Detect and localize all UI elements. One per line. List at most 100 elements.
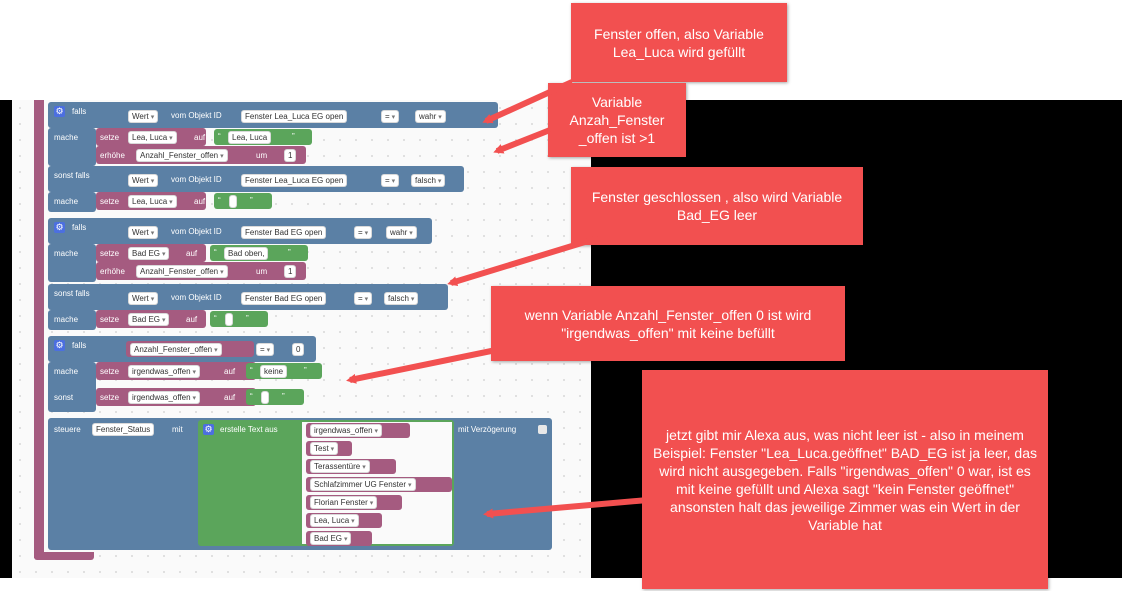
list-item-value[interactable]: Lea, Luca [310,514,359,527]
compare-operator[interactable]: = [381,110,400,123]
callout-text: jetzt gibt mir Alexa aus, was nicht leer… [652,426,1037,533]
var-dropdown[interactable]: Bad EG [128,313,170,326]
bool-value[interactable]: falsch [411,174,446,187]
by-label: um [256,267,268,276]
object-id-field[interactable]: Fenster Bad EG open [241,226,327,239]
property-dropdown[interactable]: Wert [128,226,159,239]
var-dropdown[interactable]: Anzahl_Fenster_offen [136,265,228,278]
set-label: setze [100,133,120,142]
empty-text-block[interactable] [246,389,304,405]
bool-value[interactable]: falsch [384,292,419,305]
set-label: setze [100,249,120,258]
callout-text: Variable Anzah_Fenster _offen ist >1 [569,94,665,146]
control-label: steuere [54,425,81,434]
if-label: falls [72,223,87,232]
then-else-row [48,362,96,412]
text-value[interactable]: keine [260,365,288,378]
then-label: mache [54,249,79,258]
checkbox-icon[interactable] [538,425,547,434]
callout-lea-luca: Fenster offen, also Variable Lea_Luca wi… [571,3,787,82]
by-label: um [256,151,268,160]
to-label: auf [194,197,206,206]
to-label: auf [194,133,206,142]
else-label: sonst [54,393,74,402]
callout-text: Fenster geschlossen , also wird Variable… [591,189,843,223]
then-row [48,128,96,166]
increment-label: erhöhe [100,151,125,160]
empty-text-block[interactable] [214,193,272,209]
increment-label: erhöhe [100,267,125,276]
var-dropdown[interactable]: irgendwas_offen [128,391,201,404]
state-id-field[interactable]: Fenster_Status [92,423,155,436]
then-row [48,192,96,212]
list-item-value[interactable]: Florian Fenster [310,496,378,509]
gear-icon[interactable]: ⚙ [54,106,65,117]
object-id-label: vom Objekt ID [171,293,222,302]
then-label: mache [54,315,79,324]
text-value-empty[interactable] [225,313,233,326]
var-dropdown[interactable]: Bad EG [128,247,170,260]
quote-open: “ [250,392,253,401]
text-value[interactable]: Lea, Luca [228,131,272,144]
number-value[interactable]: 0 [292,343,305,356]
object-id-field[interactable]: Fenster Lea_Luca EG open [241,110,348,123]
list-item-value[interactable]: Schlafzimmer UG Fenster [310,478,416,491]
var-dropdown[interactable]: Lea, Luca [128,195,177,208]
list-item-value[interactable]: irgendwas_offen [310,424,383,437]
number-value[interactable]: 1 [284,149,297,162]
quote-open: “ [218,196,221,205]
object-id-label: vom Objekt ID [171,111,222,120]
compare-operator[interactable]: = [354,226,373,239]
with-label: mit [172,425,183,434]
set-label: setze [100,367,120,376]
list-item-value[interactable]: Terassentüre [310,460,370,473]
quote-close: ” [282,392,285,401]
var-dropdown[interactable]: Anzahl_Fenster_offen [130,343,222,356]
gear-icon[interactable]: ⚙ [54,222,65,233]
callout-text: Fenster offen, also Variable Lea_Luca wi… [594,25,764,60]
to-label: auf [186,249,198,258]
create-text-label: erstelle Text aus [220,425,278,434]
gear-icon[interactable]: ⚙ [54,340,65,351]
quote-close: ” [292,132,295,141]
then-label: mache [54,367,79,376]
number-value[interactable]: 1 [284,265,297,278]
compare-operator[interactable]: = [381,174,400,187]
set-label: setze [100,197,120,206]
black-background-left [0,100,12,578]
quote-open: “ [214,314,217,323]
property-dropdown[interactable]: Wert [128,174,159,187]
outer-block-spine [34,100,44,558]
list-item-value[interactable]: Bad EG [310,532,352,545]
then-row [48,310,96,330]
compare-operator[interactable]: = [256,343,275,356]
object-id-field[interactable]: Fenster Bad EG open [241,292,327,305]
set-label: setze [100,315,120,324]
then-label: mache [54,197,79,206]
compare-operator[interactable]: = [354,292,373,305]
var-dropdown[interactable]: Lea, Luca [128,131,177,144]
quote-open: “ [218,132,221,141]
quote-close: ” [246,314,249,323]
var-dropdown[interactable]: irgendwas_offen [128,365,201,378]
text-value[interactable]: Bad oben, [224,247,269,260]
object-id-label: vom Objekt ID [171,175,222,184]
property-dropdown[interactable]: Wert [128,292,159,305]
text-value-empty[interactable] [229,195,237,208]
bool-value[interactable]: wahr [415,110,446,123]
quote-open: “ [250,366,253,375]
object-id-label: vom Objekt ID [171,227,222,236]
to-label: auf [224,393,236,402]
if-block-header[interactable] [48,218,432,244]
var-dropdown[interactable]: Anzahl_Fenster_offen [136,149,228,162]
bool-value[interactable]: wahr [386,226,417,239]
empty-text-block[interactable] [210,311,268,327]
outer-block-foot [34,552,94,560]
list-item-value[interactable]: Test [310,442,339,455]
if-label: falls [72,107,87,116]
callout-irgendwas: wenn Variable Anzahl_Fenster_offen 0 ist… [491,286,845,361]
property-dropdown[interactable]: Wert [128,110,159,123]
gear-icon[interactable]: ⚙ [203,424,214,435]
text-value-empty[interactable] [261,391,269,404]
object-id-field[interactable]: Fenster Lea_Luca EG open [241,174,348,187]
